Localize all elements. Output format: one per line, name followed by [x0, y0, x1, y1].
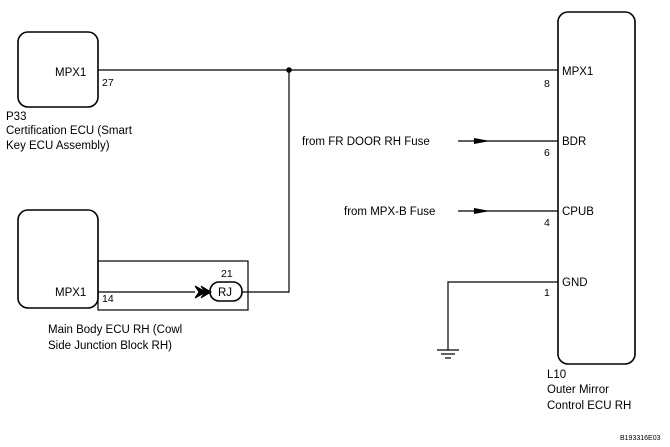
ground-icon: [437, 349, 459, 359]
arrow-right-icon-2: [474, 208, 490, 214]
l10-ecu-box: [557, 11, 636, 365]
connector-chevron-icon-2: [200, 285, 212, 299]
main-body-name-line2: Side Junction Block RH): [48, 340, 172, 352]
main-body-ecu-box: [17, 209, 99, 309]
l10-name-line2: Control ECU RH: [547, 400, 631, 412]
rj-pin-21: 21: [221, 268, 233, 280]
p33-name-line2: Key ECU Assembly): [6, 140, 110, 152]
main-body-terminal-mpx1: MPX1: [55, 287, 86, 299]
l10-terminal-bdr: BDR: [562, 136, 586, 148]
l10-terminal-gnd: GND: [562, 277, 588, 289]
l10-pin-1: 1: [544, 287, 550, 299]
l10-pin-8: 8: [544, 78, 550, 90]
l10-terminal-mpx1: MPX1: [562, 66, 593, 78]
p33-terminal-mpx1: MPX1: [55, 67, 86, 79]
arrow-right-icon: [474, 138, 490, 144]
p33-pin-27: 27: [102, 77, 114, 89]
main-body-name-line1: Main Body ECU RH (Cowl: [48, 324, 182, 336]
p33-name-line1: Certification ECU (Smart: [6, 125, 133, 137]
junction-block-outline: [97, 260, 249, 311]
l10-code: L10: [547, 369, 566, 381]
p33-code: P33: [6, 111, 26, 123]
wire-gnd: [447, 281, 558, 350]
connector-chevron-icon: [194, 285, 208, 299]
main-body-pin-14: 14: [102, 293, 114, 305]
l10-pin-4: 4: [544, 217, 550, 229]
l10-terminal-cpub: CPUB: [562, 206, 594, 218]
l10-pin-6: 6: [544, 147, 550, 159]
figure-id: B193316E03: [620, 435, 661, 442]
source-fr-door-fuse: from FR DOOR RH Fuse: [302, 136, 430, 148]
l10-name-line1: Outer Mirror: [547, 384, 609, 396]
rj-connector-label: RJ: [218, 287, 232, 299]
wire-splice-to-rj: [242, 70, 290, 293]
source-mpx-b-fuse: from MPX-B Fuse: [344, 206, 435, 218]
